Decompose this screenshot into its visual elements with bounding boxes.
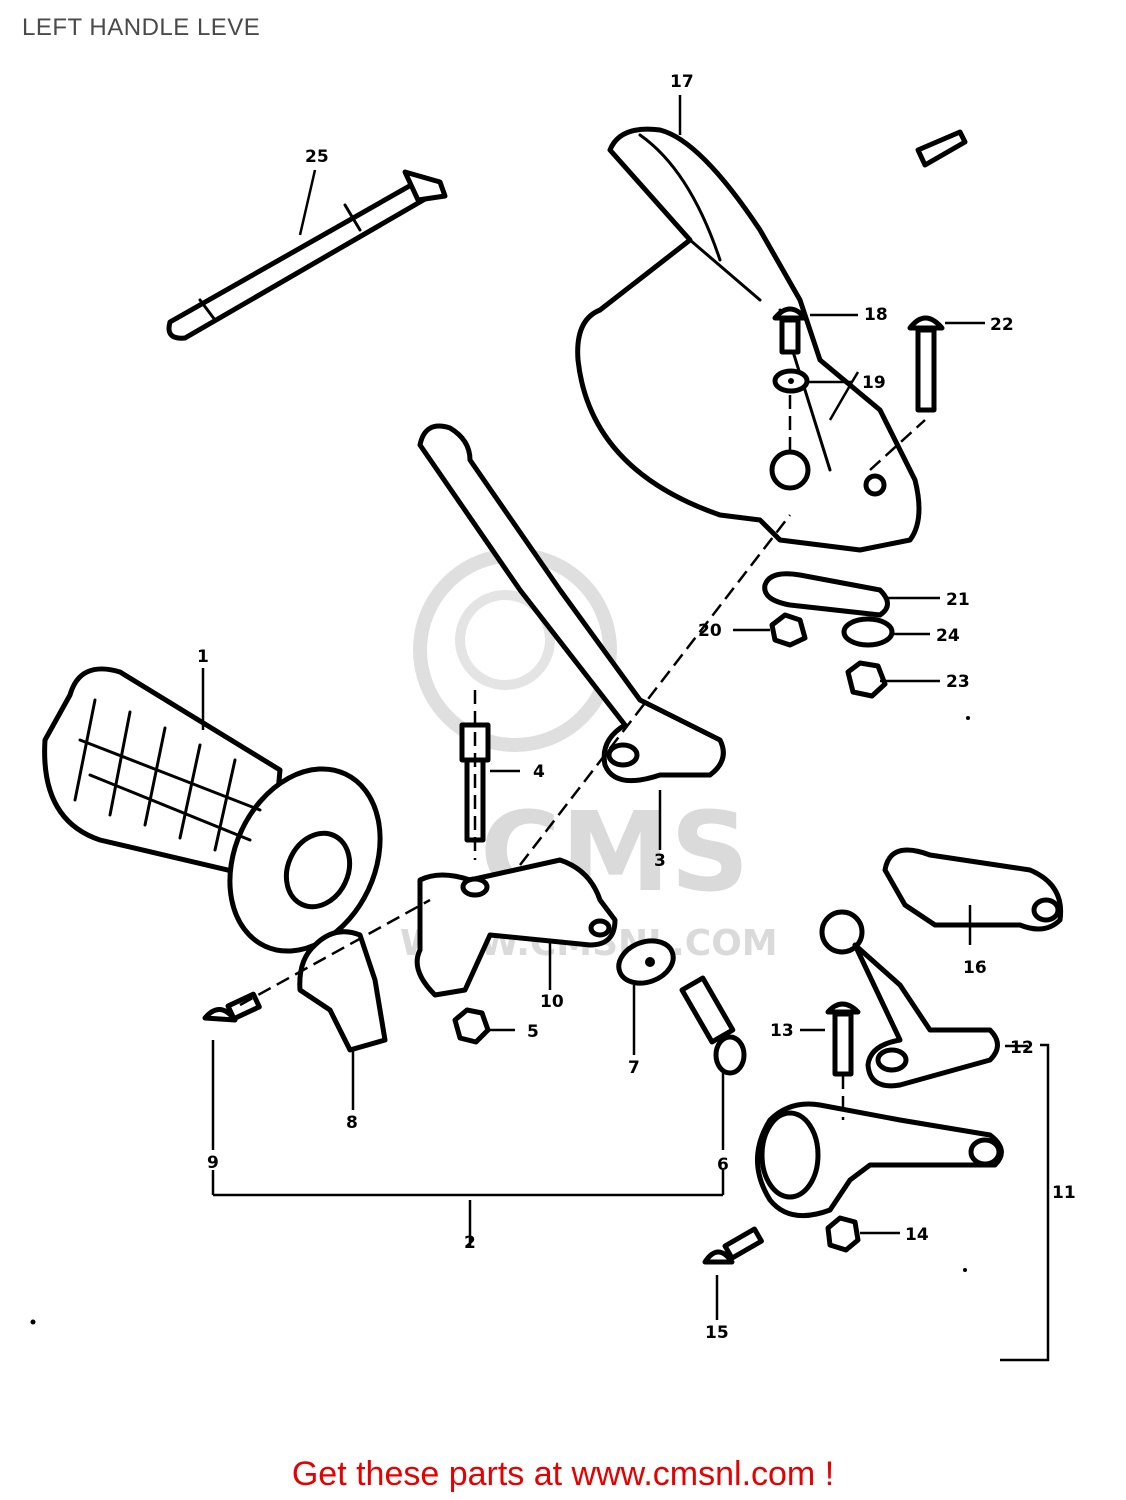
callout-11: 11: [1052, 1183, 1076, 1203]
assembly-line-holder-to-guard: [519, 514, 791, 866]
assembly-line-screw-to-clamp: [239, 898, 431, 1007]
callout-9: 9: [207, 1153, 219, 1173]
part-hand-guard[interactable]: [575, 126, 922, 553]
callout-16: 16: [963, 958, 987, 978]
scan-dot: [30, 1319, 36, 1325]
callout-23: 23: [946, 672, 970, 692]
callout-12: 12: [1010, 1038, 1034, 1058]
callout-3: 3: [654, 851, 666, 871]
part-plate-21[interactable]: [762, 571, 890, 618]
part-nut-20[interactable]: [769, 612, 808, 648]
part-washer-7[interactable]: [613, 934, 679, 991]
callout-24: 24: [936, 626, 960, 646]
callout-17: 17: [670, 72, 694, 92]
scan-dot: [966, 716, 970, 720]
assembly-line-guard-screw: [869, 419, 926, 471]
callout-18: 18: [864, 305, 888, 325]
callout-19: 19: [862, 373, 886, 393]
part-lever-holder[interactable]: [414, 857, 618, 998]
part-screw-6[interactable]: [679, 975, 747, 1076]
callout-4: 4: [533, 762, 545, 782]
page-title: LEFT HANDLE LEVE: [22, 14, 261, 41]
callout-labels: 1 2 3 4 5 6 7 8 9 10 11 12 13 14 15 16 1…: [197, 72, 1076, 1343]
callout-25: 25: [305, 147, 329, 167]
callout-1: 1: [197, 647, 209, 667]
part-screw-9[interactable]: [202, 991, 262, 1023]
leader-lines: [201, 95, 1050, 1362]
callout-2: 2: [464, 1233, 476, 1253]
parts-diagram: CMS WWW.CMSNL.COM: [30, 72, 1076, 1362]
callout-8: 8: [346, 1113, 358, 1133]
callout-10: 10: [540, 992, 564, 1012]
footer-link[interactable]: Get these parts at www.cmsnl.com !: [291, 1455, 835, 1493]
part-screw-15[interactable]: [702, 1226, 764, 1265]
part-holder-assembly[interactable]: [755, 1101, 1004, 1219]
callout-6: 6: [717, 1155, 729, 1175]
callout-7: 7: [628, 1058, 640, 1078]
part-cable-tie[interactable]: [166, 169, 448, 341]
part-screw-13[interactable]: [825, 1001, 861, 1077]
callout-13: 13: [770, 1021, 794, 1041]
part-washer-19[interactable]: [772, 368, 810, 394]
part-nut-5[interactable]: [452, 1007, 491, 1045]
callout-15: 15: [705, 1323, 729, 1343]
part-screw-22[interactable]: [907, 315, 945, 413]
callout-22: 22: [990, 315, 1014, 335]
part-screw-18[interactable]: [772, 306, 808, 355]
part-washer-24[interactable]: [841, 616, 895, 648]
part-nut-23[interactable]: [845, 660, 888, 699]
part-lever-cover[interactable]: [882, 847, 1064, 932]
callout-14: 14: [905, 1225, 929, 1245]
callout-21: 21: [946, 590, 970, 610]
callout-5: 5: [527, 1022, 539, 1042]
scan-dot: [963, 1268, 967, 1272]
part-lever-12[interactable]: [819, 909, 1000, 1089]
part-grip[interactable]: [42, 666, 409, 976]
part-nut-14[interactable]: [825, 1215, 861, 1253]
direction-marker-icon: [915, 129, 968, 168]
callout-20: 20: [698, 621, 722, 641]
